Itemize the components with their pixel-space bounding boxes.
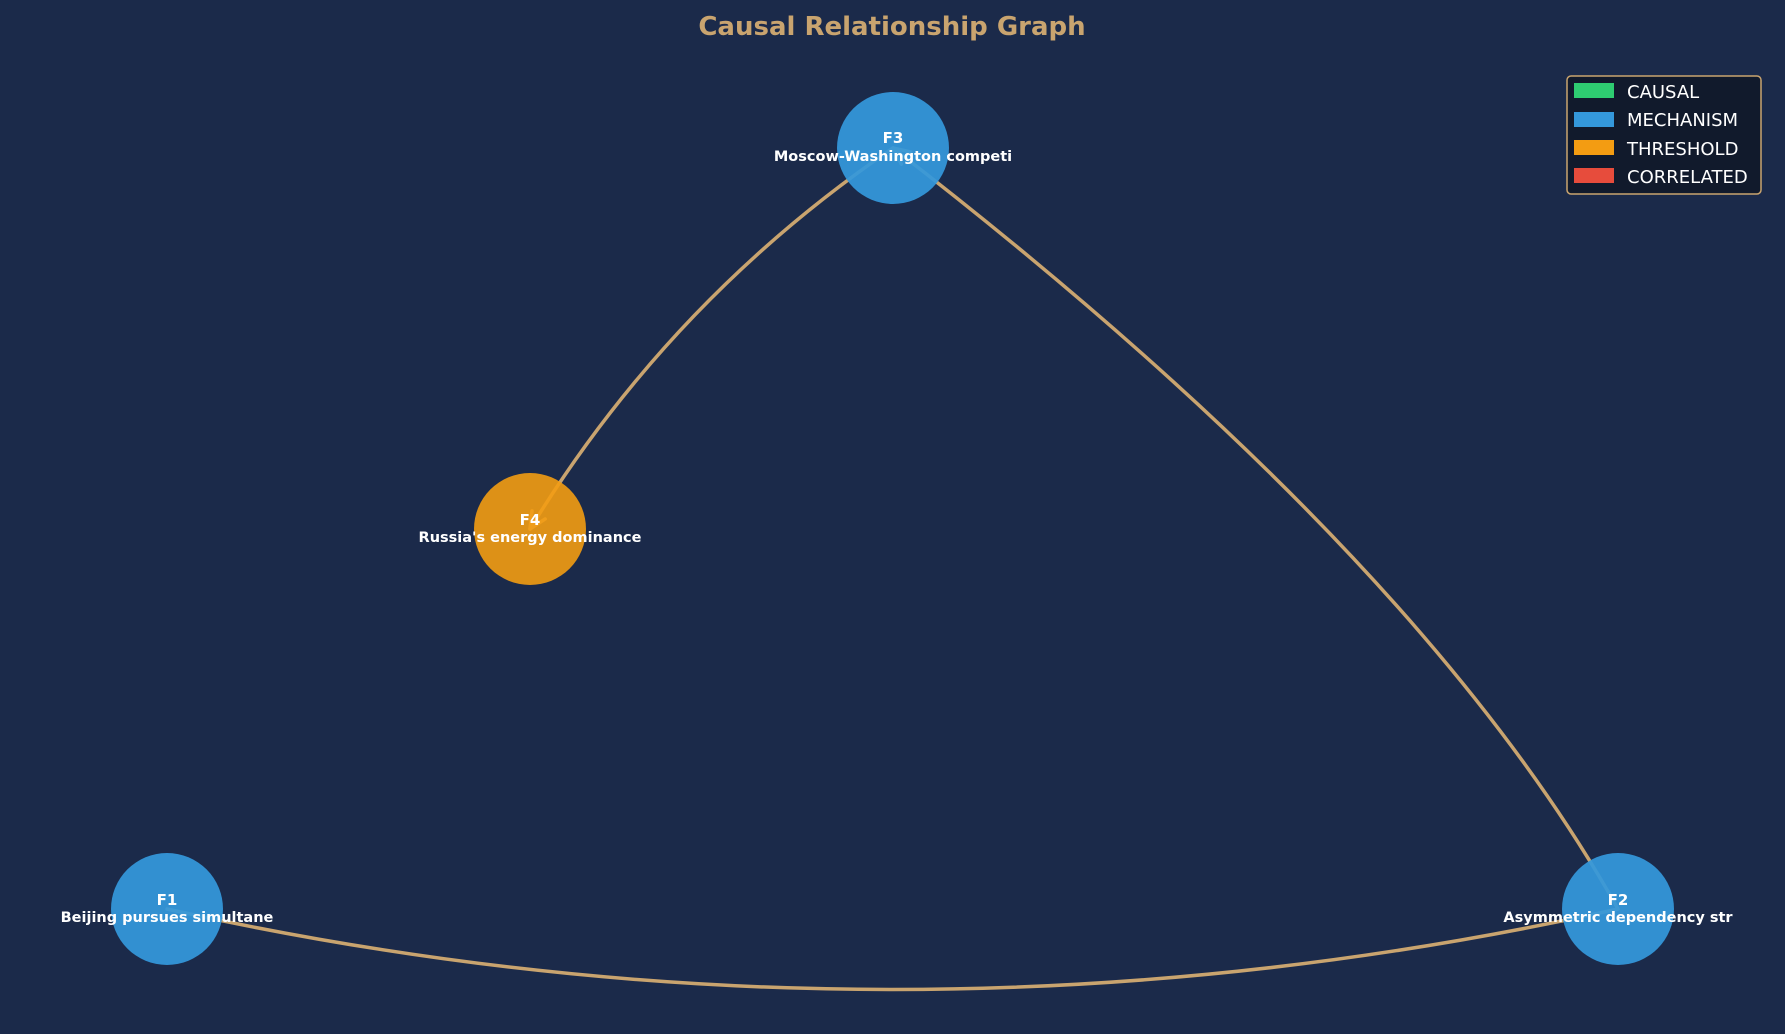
node-f1-label: Beijing pursues simultane — [61, 910, 274, 926]
edge-f1-f2 — [165, 907, 1620, 992]
legend-swatch-correlated — [1574, 168, 1614, 183]
legend-swatch-causal — [1574, 83, 1614, 98]
legend: CAUSAL MECHANISM THRESHOLD CORRELATED — [1566, 75, 1762, 195]
node-f3-label: Moscow-Washington competi — [774, 149, 1012, 165]
node-f4-label: Russia's energy dominance — [419, 530, 642, 546]
node-f4-id: F4 — [520, 511, 541, 529]
legend-swatch-threshold — [1574, 140, 1614, 155]
node-f1-circle — [111, 853, 223, 965]
legend-label-threshold: THRESHOLD — [1626, 139, 1738, 160]
graph-title: Causal Relationship Graph — [698, 12, 1085, 42]
edge-f2-f3 — [891, 146, 1620, 911]
node-f3-id: F3 — [883, 129, 904, 147]
legend-swatch-mechanism — [1574, 112, 1614, 127]
node-f4-circle — [474, 473, 586, 585]
node-f1-id: F1 — [157, 891, 178, 909]
legend-label-correlated: CORRELATED — [1627, 167, 1748, 188]
edge-f3-f4 — [528, 146, 895, 531]
node-f1[interactable]: F1 Beijing pursues simultane — [61, 853, 274, 965]
node-f2-label: Asymmetric dependency str — [1503, 910, 1733, 926]
legend-label-causal: CAUSAL — [1627, 82, 1699, 103]
node-f2-circle — [1562, 853, 1674, 965]
legend-label-mechanism: MECHANISM — [1627, 110, 1738, 131]
node-f3[interactable]: F3 Moscow-Washington competi — [774, 92, 1012, 204]
node-f4[interactable]: F4 Russia's energy dominance — [419, 473, 642, 585]
legend-box — [1566, 75, 1762, 195]
node-f2-id: F2 — [1608, 891, 1629, 909]
edges-layer — [165, 146, 1620, 992]
node-f2[interactable]: F2 Asymmetric dependency str — [1503, 853, 1733, 965]
node-f3-circle — [837, 92, 949, 204]
